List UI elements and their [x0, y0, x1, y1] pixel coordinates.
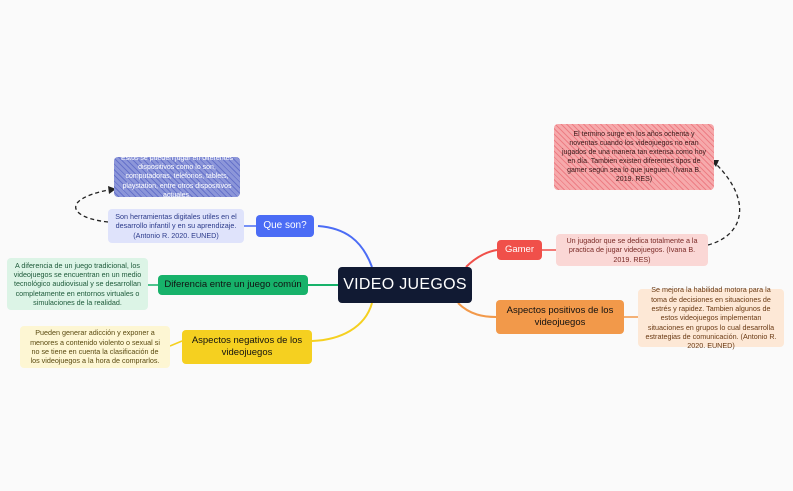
- callout-que-son-text: Estos se pueden jugar en diferentes disp…: [120, 155, 234, 199]
- branch-gamer-label: Gamer: [504, 244, 535, 256]
- callout-gamer[interactable]: El termino surge en los años ochenta y n…: [554, 124, 714, 190]
- connector-que-son: [317, 225, 373, 268]
- branch-diferencia[interactable]: Diferencia entre un juego común: [158, 275, 308, 295]
- note-diferencia[interactable]: A diferencia de un juego tradicional, lo…: [7, 258, 148, 310]
- branch-diferencia-label: Diferencia entre un juego común: [164, 279, 302, 291]
- branch-negativos[interactable]: Aspectos negativos de los videojuegos: [182, 330, 312, 364]
- callout-que-son[interactable]: Estos se pueden jugar en diferentes disp…: [114, 155, 240, 199]
- central-topic[interactable]: VIDEO JUEGOS: [338, 267, 472, 303]
- note-que-son-text: Son herramientas digitales utiles en el …: [115, 211, 237, 240]
- branch-que-son-label: Que son?: [263, 219, 307, 231]
- connector-negativos: [311, 302, 373, 342]
- callout-arrowhead-que-son: [108, 186, 116, 194]
- note-positivos-text: Se mejora la habilidad motora para la to…: [645, 285, 777, 351]
- central-topic-label: VIDEO JUEGOS: [343, 276, 467, 293]
- note-positivos[interactable]: Se mejora la habilidad motora para la to…: [638, 285, 784, 350]
- branch-positivos[interactable]: Aspectos positivos de los videojuegos: [496, 300, 624, 334]
- connector-gamer: [465, 249, 498, 268]
- note-gamer-text: Un jugador que se dedica totalmente a la…: [566, 235, 698, 264]
- note-negativos[interactable]: Pueden generar adicción y exponer a meno…: [20, 326, 170, 368]
- note-gamer[interactable]: Un jugador que se dedica totalmente a la…: [556, 234, 708, 266]
- note-que-son[interactable]: Son herramientas digitales utiles en el …: [108, 209, 244, 243]
- callout-arrow-que-son: [75, 189, 109, 223]
- branch-que-son[interactable]: Que son?: [256, 215, 314, 237]
- callout-gamer-text: El termino surge en los años ochenta y n…: [562, 130, 706, 184]
- connector-negativos-note: [169, 340, 183, 347]
- branch-positivos-label: Aspectos positivos de los videojuegos: [506, 305, 614, 328]
- connector-positivos: [457, 302, 497, 318]
- branch-gamer[interactable]: Gamer: [497, 240, 542, 260]
- branch-negativos-label: Aspectos negativos de los videojuegos: [191, 335, 303, 358]
- note-negativos-text: Pueden generar adicción y exponer a meno…: [30, 328, 160, 366]
- note-diferencia-text: A diferencia de un juego tradicional, lo…: [13, 260, 142, 308]
